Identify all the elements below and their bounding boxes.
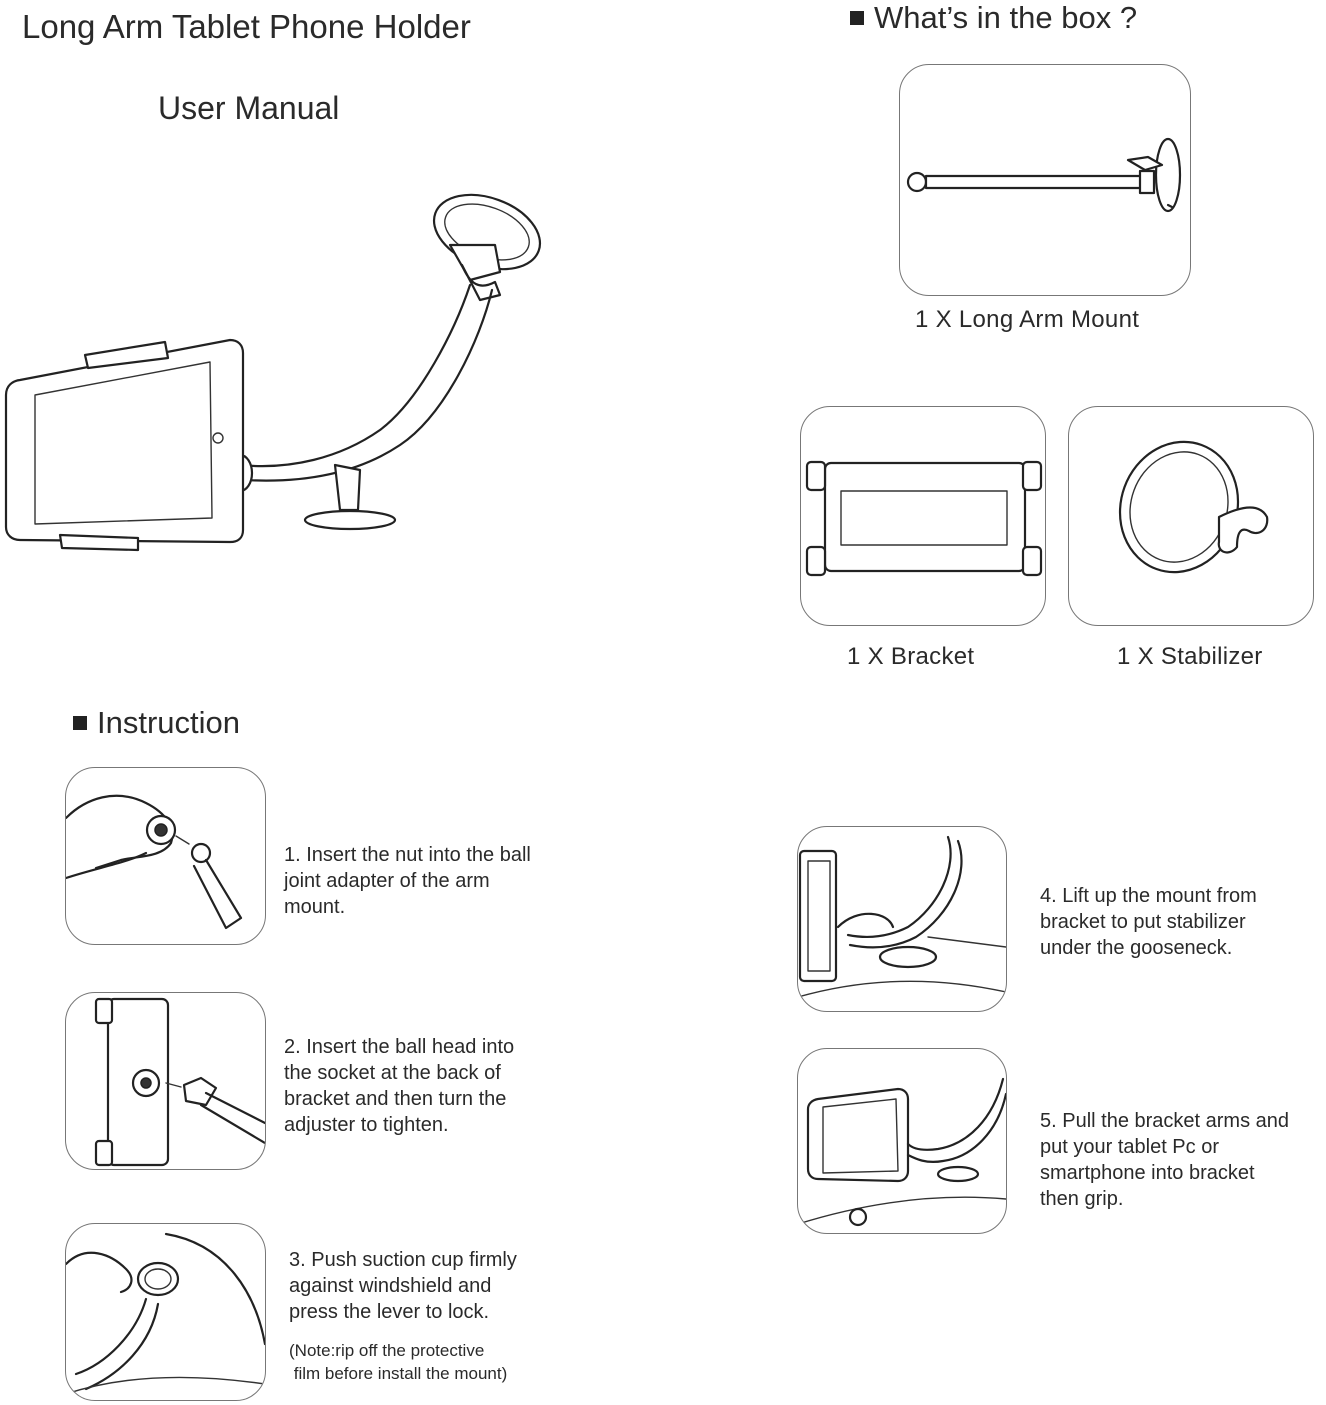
step-2-text: 2. Insert the ball head into the socket … (284, 1036, 515, 1136)
step-3-panel (65, 1223, 266, 1401)
step-1-text: 1. Insert the nut into the ball joint ad… (284, 844, 531, 918)
long-arm-mount-icon (906, 137, 1182, 213)
step-5-panel (797, 1048, 1007, 1234)
step-4-text: 4. Lift up the mount from bracket to put… (1040, 885, 1257, 959)
manual-title: Long Arm Tablet Phone Holder (22, 8, 471, 45)
step-5-illustration (798, 1077, 1006, 1227)
bullet-square-icon (850, 11, 864, 25)
stabilizer-icon (1118, 440, 1269, 574)
step-4-panel (797, 826, 1007, 1012)
step-3-note: (Note:rip off the protective film before… (289, 1341, 508, 1383)
long-arm-mount-panel (899, 64, 1191, 296)
stabilizer-panel (1068, 406, 1314, 626)
instruction-heading: Instruction (73, 705, 240, 741)
step-1-panel (65, 767, 266, 945)
box-heading-text: What’s in the box ? (874, 0, 1138, 35)
bracket-caption: 1 X Bracket (847, 643, 975, 670)
manual-subtitle: User Manual (158, 90, 340, 126)
step-2-illustration (94, 997, 265, 1167)
box-heading: What’s in the box ? (850, 0, 1137, 36)
long-arm-mount-caption: 1 X Long Arm Mount (915, 306, 1140, 333)
instruction-heading-text: Instruction (97, 705, 241, 740)
step-5-text: 5. Pull the bracket arms and put your ta… (1040, 1110, 1290, 1210)
bracket-icon (805, 460, 1043, 577)
step-3-text: 3. Push suction cup firmly against winds… (289, 1249, 517, 1323)
bracket-panel (800, 406, 1046, 626)
stabilizer-caption: 1 X Stabilizer (1117, 643, 1263, 670)
step-3-illustration (66, 1232, 265, 1395)
bullet-square-icon (73, 716, 87, 730)
step-2-panel (65, 992, 266, 1170)
step-1-illustration (66, 794, 243, 930)
hero-illustration (0, 190, 560, 560)
step-4-illustration (798, 835, 1006, 998)
